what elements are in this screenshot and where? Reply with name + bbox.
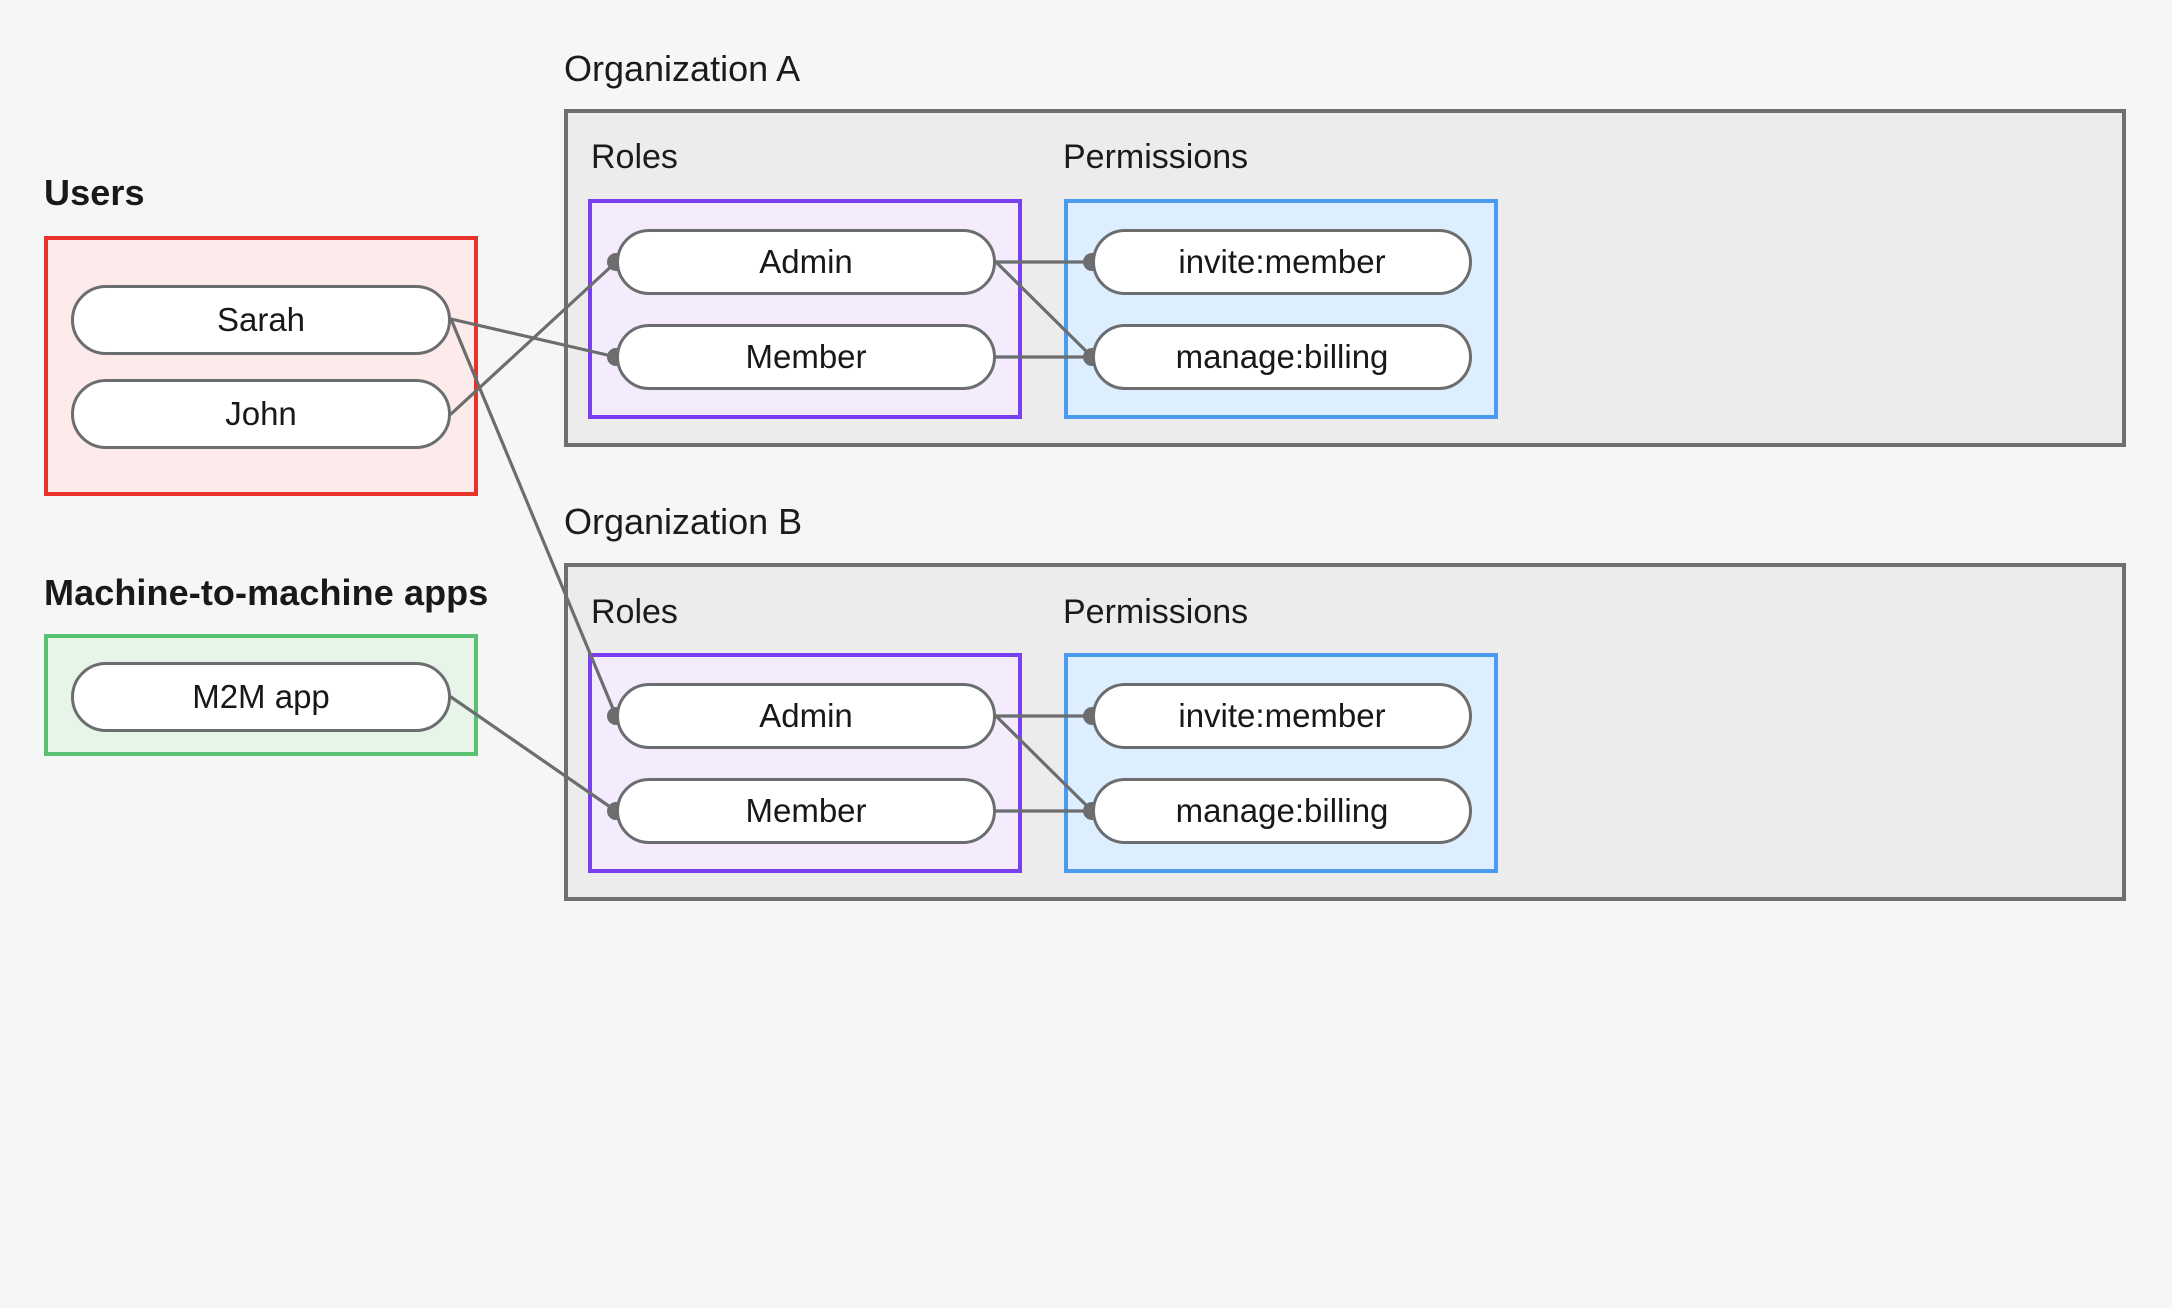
org-b-permissions-label: Permissions <box>1063 593 1249 631</box>
org-a-role-admin-label: Admin <box>759 243 853 280</box>
user-node-sarah-label: Sarah <box>216 301 306 338</box>
m2m-node-app[interactable]: M2M app <box>71 662 451 732</box>
m2m-group-title: Machine-to-machine apps <box>44 572 489 613</box>
user-node-sarah[interactable]: Sarah <box>71 285 451 355</box>
org-b-role-admin-label: Admin <box>759 697 853 734</box>
org-b-permission-manage-billing-label: manage:billing <box>1175 792 1389 829</box>
users-group-title: Users <box>44 172 145 213</box>
org-b-permission-manage-billing[interactable]: manage:billing <box>1092 778 1472 844</box>
org-a-permission-manage-billing-label: manage:billing <box>1175 338 1389 375</box>
org-a-permission-manage-billing[interactable]: manage:billing <box>1092 324 1472 390</box>
org-b-permission-invite-member[interactable]: invite:member <box>1092 683 1472 749</box>
org-b-role-admin[interactable]: Admin <box>616 683 996 749</box>
org-a-permission-invite-member[interactable]: invite:member <box>1092 229 1472 295</box>
user-node-john[interactable]: John <box>71 379 451 449</box>
org-a-roles-label: Roles <box>591 138 678 176</box>
org-b-role-member[interactable]: Member <box>616 778 996 844</box>
org-a-role-member[interactable]: Member <box>616 324 996 390</box>
org-a-permission-invite-member-label: invite:member <box>1178 243 1386 280</box>
org-a-role-admin[interactable]: Admin <box>616 229 996 295</box>
org-b-title: Organization B <box>564 501 803 542</box>
users-container <box>44 236 478 496</box>
org-b-permission-invite-member-label: invite:member <box>1178 697 1386 734</box>
org-a-title: Organization A <box>564 48 801 89</box>
org-b-roles-label: Roles <box>591 593 678 631</box>
m2m-node-app-label: M2M app <box>192 678 330 715</box>
org-a-permissions-label: Permissions <box>1063 138 1249 176</box>
user-node-john-label: John <box>225 395 297 432</box>
org-a-role-member-label: Member <box>745 338 867 375</box>
org-b-role-member-label: Member <box>745 792 867 829</box>
